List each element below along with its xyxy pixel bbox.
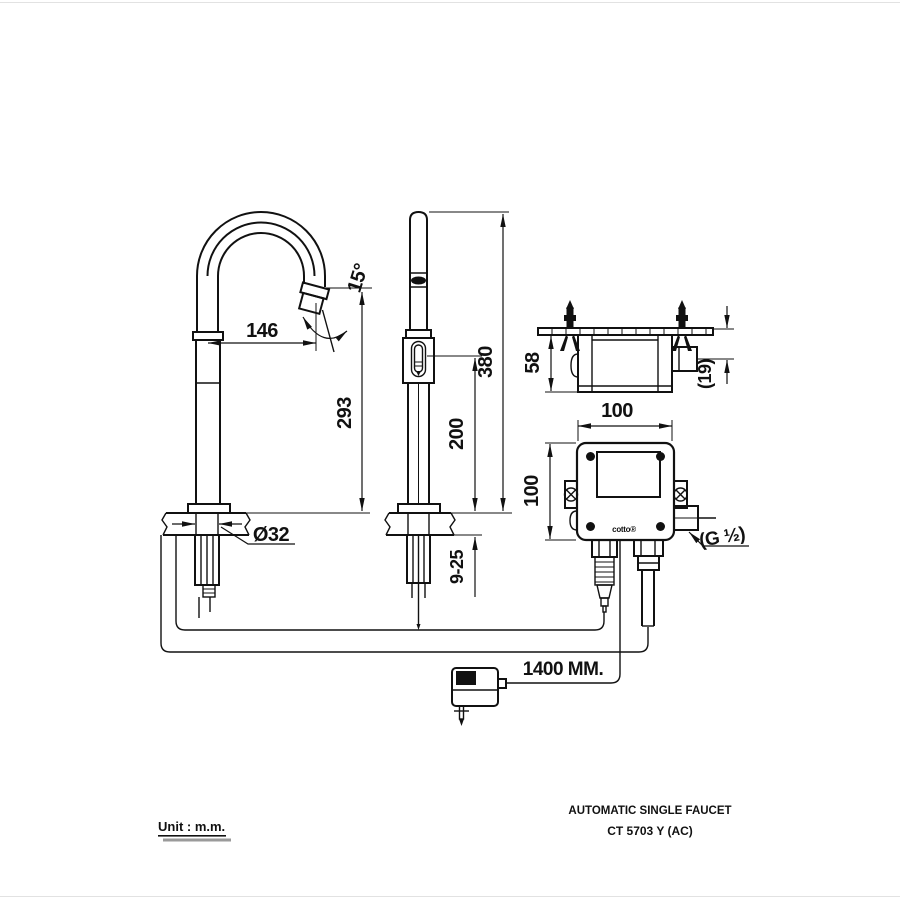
- brand-logo: cotto®: [612, 525, 636, 534]
- sensor-eye: [416, 371, 421, 376]
- cable-length-label: 1400 MM.: [523, 659, 603, 680]
- supply-hose: [160, 535, 649, 653]
- faucet-collar-side: [192, 331, 224, 341]
- adapter-prong: [458, 705, 465, 720]
- deck-break-left: [161, 512, 168, 536]
- deck-break-right: [244, 512, 251, 536]
- corner-screw: [586, 452, 595, 461]
- product-code: CT 5703 Y (AC): [607, 824, 693, 838]
- base-flange-side: [187, 503, 231, 514]
- product-title: AUTOMATIC SINGLE FAUCET: [568, 805, 731, 817]
- dim-spout-angle: 15°: [344, 261, 374, 295]
- dim-deck-thickness: 9-25: [447, 550, 467, 585]
- counter-deck-side: [161, 512, 370, 536]
- dim-sensor-height: 200: [446, 418, 468, 450]
- dim-box-depth: 58: [522, 352, 544, 374]
- faucet-front-view: [397, 210, 441, 514]
- angle-arc: [302, 316, 348, 342]
- control-box-front-view: 100 cotto® (G ½) 100: [506, 400, 749, 684]
- mounting-plate: [537, 327, 714, 336]
- corner-screw: [656, 522, 665, 531]
- control-box-top-view: 58 (19): [522, 300, 734, 393]
- faucet-side-view: [187, 211, 372, 514]
- faucet-side-underdeck: [160, 534, 649, 653]
- dim-spout-height: 293: [334, 397, 356, 429]
- power-adapter: [451, 667, 507, 726]
- counter-deck-front: [384, 512, 512, 536]
- box-side-bump-top: [570, 353, 579, 378]
- outlet-hose-fitting: [633, 539, 664, 627]
- dim-box-width: 100: [601, 400, 633, 422]
- mounting-screw-right: [672, 300, 692, 351]
- front-view-dimensions: 380 200 9-25: [427, 211, 509, 597]
- cord-exit: [497, 678, 507, 689]
- page-top-rule: [0, 2, 900, 3]
- side-view-dimensions: 146 293 15° Ø32: [172, 261, 373, 546]
- dim-bracket-offset: (19): [695, 358, 715, 389]
- dim-hole-diameter: Ø32: [253, 524, 290, 546]
- unit-note: Unit : m.m.: [158, 819, 225, 834]
- hole-diameter-leader: [220, 526, 295, 545]
- box-side-bump-front: [569, 510, 578, 531]
- sensor-plug: [591, 539, 618, 613]
- faucet-front-underdeck: [406, 534, 431, 630]
- unit-note-underline-shadow: [163, 838, 231, 842]
- control-box-window: [596, 451, 661, 498]
- power-cord: [506, 540, 621, 684]
- aerator-front: [411, 276, 426, 285]
- faucet-collar-front: [405, 329, 432, 339]
- page-bottom-rule: [0, 896, 900, 897]
- base-flange-front: [397, 503, 441, 514]
- aerator-spout-tip: [297, 281, 331, 316]
- dim-overall-height: 380: [475, 346, 497, 378]
- unit-note-underline: [158, 835, 226, 837]
- deck-break-left: [384, 512, 391, 536]
- dim-spout-reach: 146: [246, 320, 278, 342]
- sensor-cable: [175, 535, 605, 631]
- outlet-thread-label: (G ½): [698, 524, 747, 552]
- outlet-leader: [688, 531, 749, 547]
- sensor-window: [410, 340, 427, 378]
- dim-box-height: 100: [521, 475, 543, 507]
- adapter-socket: [456, 671, 476, 685]
- spout-axis-line: [321, 309, 335, 353]
- mounting-plate-ticks: [551, 328, 707, 335]
- corner-screw: [586, 522, 595, 531]
- deck-break-right: [449, 512, 456, 536]
